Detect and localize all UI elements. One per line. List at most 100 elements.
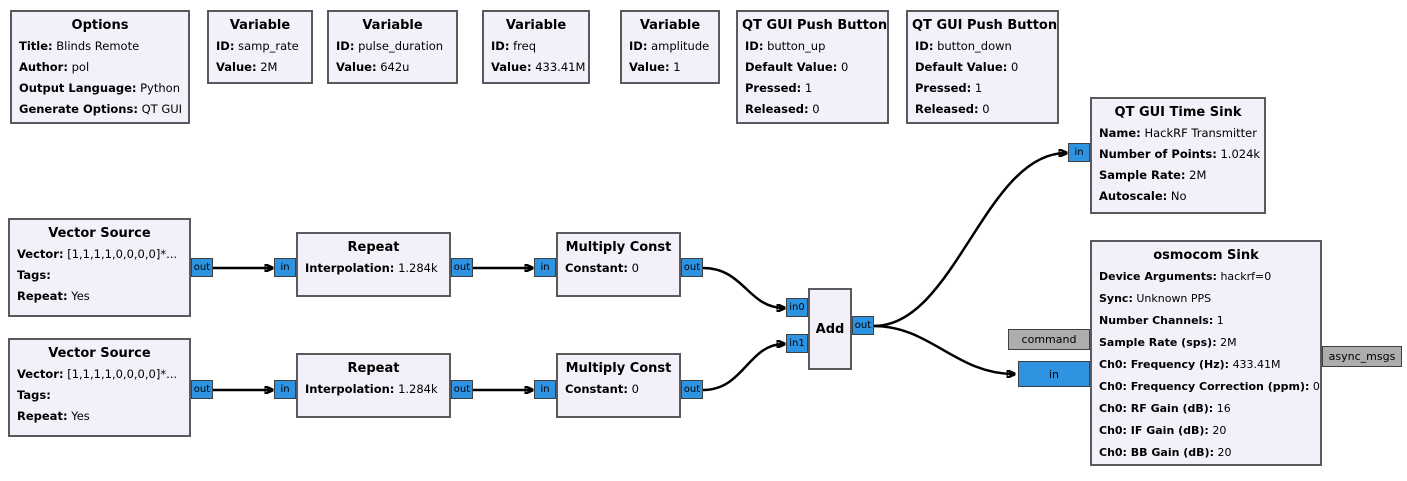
multiply-const-1-out-port[interactable]: out [681, 258, 703, 277]
param-value: 2M [1220, 336, 1237, 349]
param-key: Ch0: BB Gain (dB): [1099, 446, 1214, 459]
param-row: Vector: [1,1,1,1,0,0,0,0]*... [17, 364, 182, 385]
block-repeat-2[interactable]: Repeat Interpolation: 1.284k [296, 353, 451, 418]
param-value: 1 [974, 81, 983, 95]
block-params: Name: HackRF Transmitter Number of Point… [1092, 122, 1264, 211]
multiply-const-1-in-port[interactable]: in [534, 258, 556, 277]
param-row: Device Arguments: hackrf=0 [1099, 266, 1313, 288]
param-value: 1 [673, 60, 681, 74]
port-label: out [854, 320, 872, 331]
param-value: freq [513, 39, 536, 53]
param-row: Output Language: Python [19, 78, 181, 99]
param-value: [1,1,1,1,0,0,0,0]*... [67, 247, 178, 261]
repeat-1-out-port[interactable]: out [451, 258, 473, 277]
param-value: 20 [1212, 424, 1227, 437]
block-params: Vector: [1,1,1,1,0,0,0,0]*... Tags: Repe… [10, 363, 189, 431]
port-label: out [453, 384, 471, 395]
block-title: Multiply Const [565, 361, 672, 376]
param-key: Ch0: IF Gain (dB): [1099, 424, 1209, 437]
param-key: Default Value: [745, 60, 838, 74]
add-out-port[interactable]: out [852, 316, 874, 335]
add-in0-port[interactable]: in0 [786, 298, 808, 317]
wire-multiply-const-1-to-add-in0[interactable] [702, 266, 784, 308]
block-options[interactable]: Options Title: Blinds Remote Author: pol… [10, 10, 190, 124]
wire-add-to-osmocom-sink[interactable] [873, 324, 1014, 374]
block-osmocom-sink[interactable]: osmocom Sink Device Arguments: hackrf=0 … [1090, 240, 1322, 466]
port-label: in [1074, 147, 1084, 158]
block-vector-source-2[interactable]: Vector Source Vector: [1,1,1,1,0,0,0,0]*… [8, 338, 191, 437]
param-key: Device Arguments: [1099, 270, 1217, 283]
param-value: 0 [812, 102, 820, 116]
param-row: Author: pol [19, 57, 181, 78]
param-key: Name: [1099, 126, 1141, 140]
osmocom-in-port[interactable]: in [1018, 361, 1090, 387]
param-key: Repeat: [17, 289, 68, 303]
block-multiply-const-2[interactable]: Multiply Const Constant: 0 [556, 353, 681, 418]
param-row: Ch0: Frequency (Hz): 433.41M [1099, 354, 1313, 376]
block-vector-source-1[interactable]: Vector Source Vector: [1,1,1,1,0,0,0,0]*… [8, 218, 191, 317]
param-value: 16 [1216, 402, 1231, 415]
param-row: Number Channels: 1 [1099, 310, 1313, 332]
port-label: in0 [789, 302, 805, 313]
block-variable-pulse-duration[interactable]: Variable ID: pulse_duration Value: 642u [327, 10, 458, 84]
block-title: osmocom Sink [1153, 248, 1259, 263]
wire-multiply-const-2-to-add-in1[interactable] [702, 344, 784, 392]
param-value: 0 [840, 60, 849, 74]
block-qt-gui-push-button-down[interactable]: QT GUI Push Button ID: button_down Defau… [906, 10, 1059, 124]
block-title: Variable [362, 18, 423, 33]
block-title: Vector Source [48, 346, 151, 361]
block-variable-freq[interactable]: Variable ID: freq Value: 433.41M [482, 10, 590, 84]
param-key: Value: [491, 60, 532, 74]
param-key: Tags: [17, 388, 51, 402]
param-key: Output Language: [19, 81, 137, 95]
repeat-1-in-port[interactable]: in [274, 258, 296, 277]
block-params: ID: button_down Default Value: 0 Pressed… [908, 35, 1057, 124]
param-row: Pressed: 1 [915, 78, 1050, 99]
block-title: Repeat [347, 240, 400, 255]
block-variable-amplitude[interactable]: Variable ID: amplitude Value: 1 [620, 10, 720, 84]
add-in1-port[interactable]: in1 [786, 334, 808, 353]
vector-source-1-out-port[interactable]: out [191, 258, 213, 277]
block-params: Constant: 0 [558, 257, 679, 283]
param-value: amplitude [651, 39, 710, 53]
param-row: Vector: [1,1,1,1,0,0,0,0]*... [17, 244, 182, 265]
block-params: ID: amplitude Value: 1 [622, 35, 718, 82]
param-key: Value: [629, 60, 670, 74]
wire-add-to-time-sink[interactable] [873, 153, 1066, 328]
block-add[interactable]: Add [808, 288, 852, 370]
param-row: Interpolation: 1.284k [305, 258, 442, 279]
block-repeat-1[interactable]: Repeat Interpolation: 1.284k [296, 232, 451, 297]
osmocom-async-msgs-port[interactable]: async_msgs [1322, 346, 1402, 367]
param-row: Repeat: Yes [17, 286, 182, 307]
param-row: ID: freq [491, 36, 581, 57]
port-label: out [193, 262, 211, 273]
multiply-const-2-in-port[interactable]: in [534, 380, 556, 399]
time-sink-in-port[interactable]: in [1068, 143, 1090, 162]
multiply-const-2-out-port[interactable]: out [681, 380, 703, 399]
block-params: ID: button_up Default Value: 0 Pressed: … [738, 35, 887, 124]
param-key: Ch0: RF Gain (dB): [1099, 402, 1214, 415]
param-key: Value: [216, 60, 257, 74]
block-qt-gui-time-sink[interactable]: QT GUI Time Sink Name: HackRF Transmitte… [1090, 97, 1266, 214]
param-value: QT GUI [141, 102, 183, 116]
param-value: Blinds Remote [56, 39, 140, 53]
param-row: Tags: [17, 385, 182, 406]
param-row: Pressed: 1 [745, 78, 880, 99]
param-key: Pressed: [915, 81, 972, 95]
param-key: Title: [19, 39, 53, 53]
param-row: Autoscale: No [1099, 186, 1257, 207]
block-multiply-const-1[interactable]: Multiply Const Constant: 0 [556, 232, 681, 297]
repeat-2-out-port[interactable]: out [451, 380, 473, 399]
block-variable-samp-rate[interactable]: Variable ID: samp_rate Value: 2M [207, 10, 313, 84]
param-row: Ch0: BB Gain (dB): 20 [1099, 442, 1313, 464]
repeat-2-in-port[interactable]: in [274, 380, 296, 399]
vector-source-2-out-port[interactable]: out [191, 380, 213, 399]
block-title: Add [815, 321, 845, 337]
param-row: Value: 433.41M [491, 57, 585, 78]
param-value: No [1170, 189, 1187, 203]
param-key: Ch0: Frequency (Hz): [1099, 358, 1230, 371]
block-title: QT GUI Push Button [742, 18, 887, 33]
osmocom-command-port[interactable]: command [1008, 329, 1090, 350]
block-qt-gui-push-button-up[interactable]: QT GUI Push Button ID: button_up Default… [736, 10, 889, 124]
